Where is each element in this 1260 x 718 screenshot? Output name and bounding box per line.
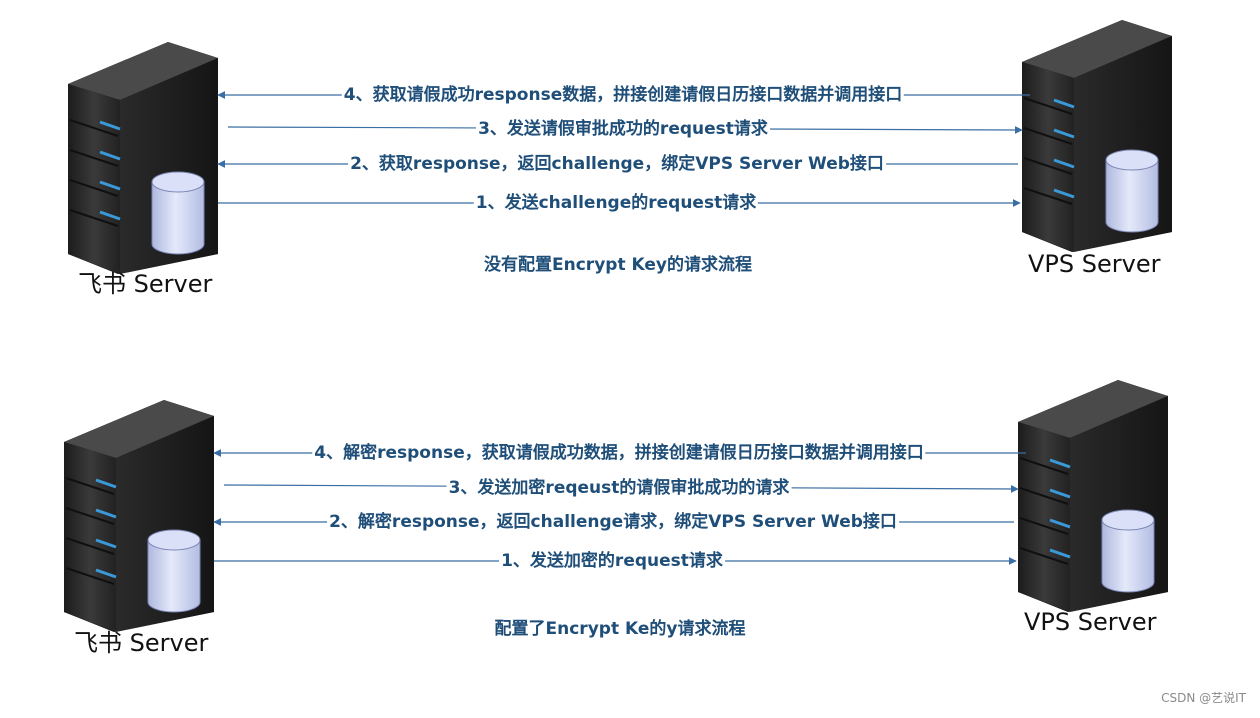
message-step-4: 4、获取请假成功response数据，拼接创建请假日历接口数据并调用接口 [342,84,904,106]
message-step-3: 3、发送请假审批成功的request请求 [476,118,770,140]
message-step-2: 2、获取response，返回challenge，绑定VPS Server We… [348,153,886,175]
diagram-caption: 配置了Encrypt Ke的y请求流程 [495,618,746,640]
message-step-3: 3、发送加密reqeust的请假审批成功的请求 [447,477,792,499]
left-server-label: 飞书 Server [78,270,212,298]
right-server-label: VPS Server [1028,250,1160,278]
watermark: CSDN @艺说IT [1161,689,1246,706]
left-server-icon [64,400,214,632]
diagram-2 [64,380,1168,632]
right-server-icon [1018,380,1168,612]
message-step-2: 2、解密response，返回challenge请求，绑定VPS Server … [327,511,899,533]
left-server-icon [68,42,218,274]
database-icon [1106,150,1158,232]
database-icon [152,172,204,254]
right-server-icon [1022,20,1172,252]
message-step-1: 1、发送challenge的request请求 [474,192,758,214]
database-icon [1102,510,1154,592]
diagram-caption: 没有配置Encrypt Key的请求流程 [484,254,752,276]
message-step-1: 1、发送加密的request请求 [499,550,725,572]
diagram-1 [68,20,1172,274]
message-step-4: 4、解密response，获取请假成功数据，拼接创建请假日历接口数据并调用接口 [312,442,925,464]
left-server-label: 飞书 Server [74,629,208,657]
right-server-label: VPS Server [1024,608,1156,636]
database-icon [148,530,200,612]
